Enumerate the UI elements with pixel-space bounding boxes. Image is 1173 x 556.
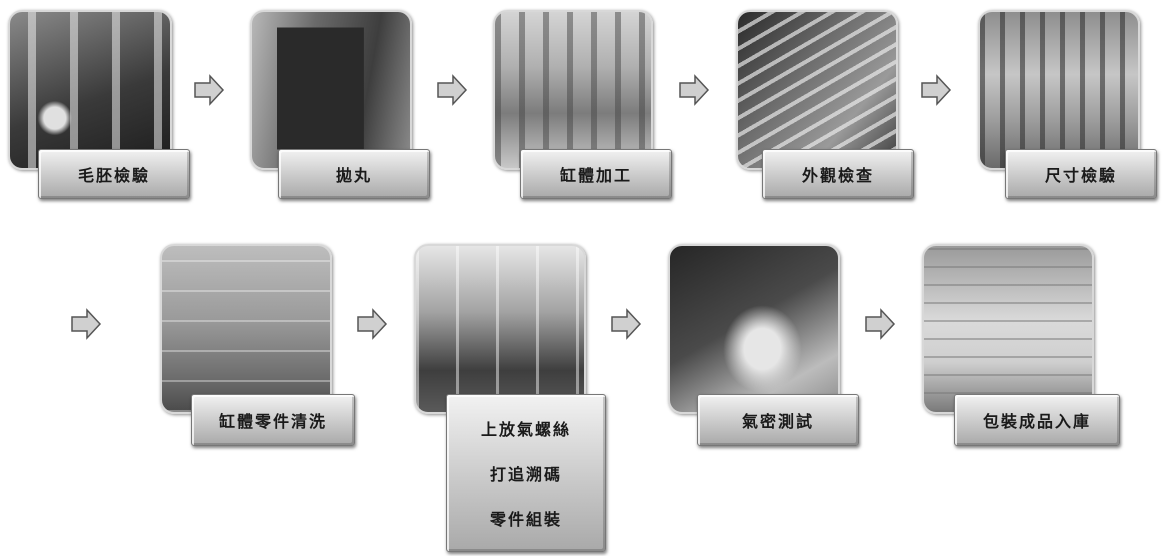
appearance-inspection-photo — [736, 10, 898, 170]
step-label: 毛胚檢驗 — [38, 149, 190, 199]
step-label: 氣密測試 — [697, 394, 859, 446]
step-label-line: 零件組裝 — [489, 510, 562, 530]
right-arrow-icon — [921, 74, 952, 106]
step-label: 缸體加工 — [520, 149, 672, 199]
right-arrow-icon — [357, 308, 388, 340]
shot-blasting-photo — [250, 10, 412, 170]
right-arrow-icon — [71, 308, 102, 340]
dimension-inspection-photo — [978, 10, 1140, 170]
packaging-photo — [922, 244, 1094, 414]
step-label-line: 打追溯碼 — [489, 464, 562, 484]
assembly-photo — [414, 244, 586, 414]
step-label-line: 上放氣螺絲 — [480, 419, 571, 439]
right-arrow-icon — [611, 308, 642, 340]
step-label: 缸體零件清洗 — [191, 394, 355, 446]
right-arrow-icon — [194, 74, 225, 106]
cylinder-machining-photo — [493, 10, 653, 170]
right-arrow-icon — [865, 308, 896, 340]
right-arrow-icon — [437, 74, 468, 106]
parts-cleaning-photo — [160, 244, 332, 414]
blank-inspection-photo — [8, 10, 172, 170]
right-arrow-icon — [679, 74, 710, 106]
step-label: 包裝成品入庫 — [954, 394, 1120, 446]
step-label: 尺寸檢驗 — [1005, 149, 1157, 199]
airtight-test-photo — [668, 244, 840, 414]
step-label: 拋丸 — [278, 149, 430, 199]
assembly-label: 上放氣螺絲 打追溯碼 零件組裝 — [446, 394, 606, 552]
step-label: 外觀檢查 — [762, 149, 914, 199]
